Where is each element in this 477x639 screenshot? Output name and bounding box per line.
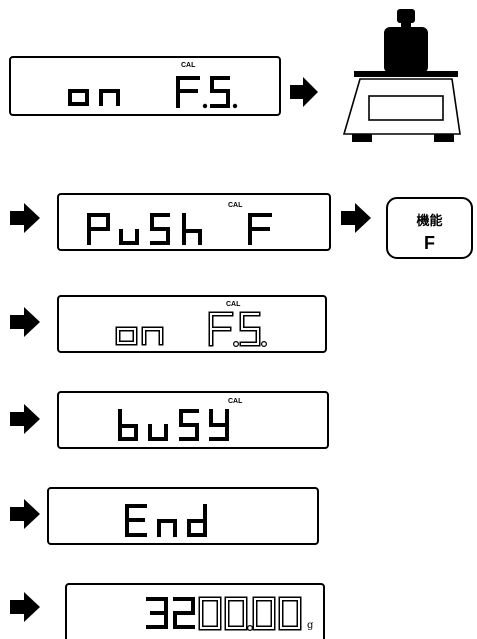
lcd-text (146, 596, 302, 631)
lcd-text (125, 504, 207, 537)
cal-indicator: CAL (228, 202, 243, 209)
function-key-label: F (424, 233, 435, 253)
function-key-icon: 機能 F (386, 197, 473, 259)
lcd-text (68, 76, 238, 109)
lcd-text (115, 311, 268, 348)
step-5-display (47, 487, 319, 545)
step-3-display: CAL (57, 295, 327, 353)
lcd-text (118, 409, 229, 441)
right-arrow-icon (290, 77, 318, 107)
right-arrow-icon (10, 499, 40, 529)
lcd-text (87, 213, 272, 245)
unit-label: g (307, 620, 314, 631)
step-4-display: CAL (57, 391, 329, 449)
step-1-display: CAL (9, 56, 281, 116)
scale-with-weight-icon (342, 9, 461, 142)
right-arrow-icon (341, 203, 371, 233)
right-arrow-icon (10, 592, 40, 622)
cal-indicator: CAL (228, 398, 243, 405)
step-6-display: g (65, 583, 325, 639)
right-arrow-icon (10, 404, 40, 434)
right-arrow-icon (10, 307, 40, 337)
right-arrow-icon (10, 203, 40, 233)
step-2-display: CAL (57, 193, 331, 251)
function-key-label-jp: 機能 (416, 213, 442, 229)
cal-indicator: CAL (181, 62, 196, 69)
cal-indicator: CAL (226, 301, 241, 308)
